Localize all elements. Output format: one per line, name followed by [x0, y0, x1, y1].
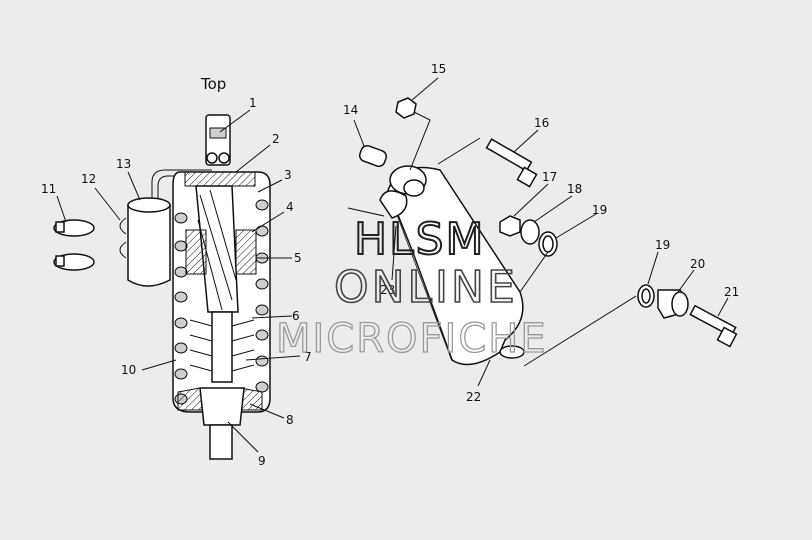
callout-7: 7: [304, 350, 312, 364]
top-label: Top: [200, 75, 226, 93]
bolt-16: [485, 138, 538, 188]
callout-12: 12: [81, 172, 96, 186]
nut-top: [395, 97, 417, 119]
callout-10: 10: [121, 363, 136, 377]
hose-clamps: [53, 219, 95, 271]
callout-19-lower: 19: [655, 238, 670, 252]
watermark: HLSM ONLINE MICROFICHE: [275, 213, 548, 363]
callout-9: 9: [258, 454, 266, 468]
reservoir-exploded: [347, 97, 738, 366]
callout-1: 1: [249, 96, 257, 110]
reservoir: [127, 204, 171, 287]
leader-lines: [56, 77, 729, 453]
watermark-line-1: HLSM: [354, 214, 486, 265]
callout-19-upper: 19: [592, 203, 607, 217]
callout-20: 20: [690, 257, 705, 271]
collar-right: [235, 229, 257, 275]
watermark-line-3: MICROFICHE: [276, 316, 548, 362]
bolt-21: [689, 304, 738, 348]
callout-18: 18: [567, 182, 582, 196]
bottom-eyelet: [209, 424, 233, 460]
watermark-line-2: ONLINE: [334, 262, 518, 313]
callout-23: 23: [380, 283, 395, 297]
callout-2: 2: [272, 132, 280, 146]
callout-21: 21: [724, 285, 739, 299]
callout-3: 3: [284, 168, 292, 182]
collar-left: [185, 229, 207, 275]
washer-18: [520, 219, 540, 245]
callout-16: 16: [534, 116, 549, 130]
callout-14: 14: [343, 103, 358, 117]
callout-8: 8: [286, 413, 294, 427]
alignment-lines: [409, 111, 637, 367]
callout-4: 4: [286, 200, 294, 214]
bushing: [358, 144, 388, 168]
callout-13: 13: [116, 157, 131, 171]
callout-15: 15: [431, 62, 446, 76]
callout-6: 6: [292, 309, 300, 323]
callout-17: 17: [542, 170, 557, 184]
shock-cutaway-assembly: [127, 114, 271, 460]
callout-labels: 1 2 3 4 5 6 7 8 9 10 11 12 13 14 15 16 1…: [41, 62, 739, 468]
nut-17: [499, 215, 521, 237]
top-cap: [184, 171, 256, 187]
callout-5: 5: [294, 251, 302, 265]
callout-11: 11: [41, 182, 56, 196]
retaining-clips: [119, 217, 127, 259]
callout-22: 22: [466, 390, 481, 404]
